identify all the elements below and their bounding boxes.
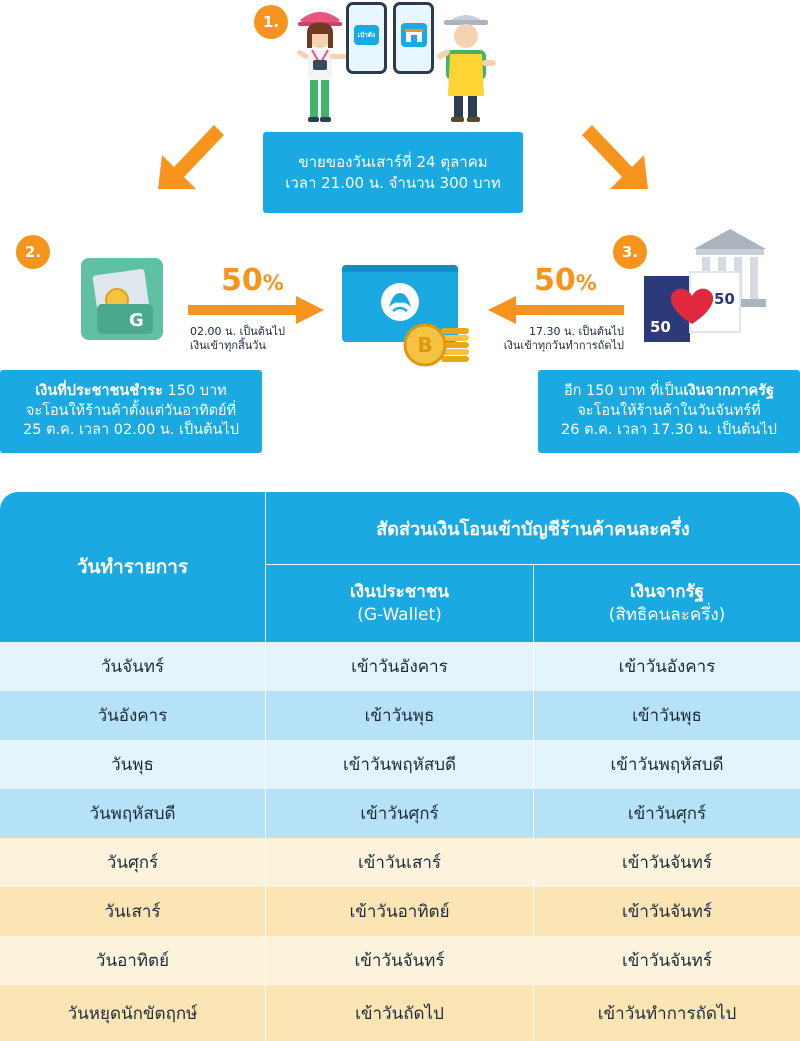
puzzle-right-value: 50 <box>714 290 735 308</box>
header-gov-title: เงินจากรัฐ <box>629 581 705 602</box>
table-row: วันจันทร์ เข้าวันอังคาร เข้าวันอังคาร <box>0 642 800 691</box>
svg-text:B: B <box>417 333 432 357</box>
table-row: วันพฤหัสบดี เข้าวันศุกร์ เข้าวันศุกร์ <box>0 789 800 838</box>
step-3-box-line2: จะโอนให้ร้านค้าในวันจันทร์ที่ <box>577 402 761 419</box>
cell-people: เข้าวันอังคาร <box>266 642 534 691</box>
step-1-line1: ขายของวันเสาร์ที่ 24 ตุลาคม <box>298 153 488 172</box>
table-header: วันทำรายการ สัดส่วนเงินโอนเข้าบัญชีร้านค… <box>0 492 800 642</box>
merchant-illustration <box>436 15 496 122</box>
arrow-down-right-icon <box>582 125 648 189</box>
puzzle-heart-icon: 50 50 <box>644 271 741 342</box>
cell-gov: เข้าวันทำการถัดไป <box>597 1003 737 1024</box>
customer-illustration <box>297 12 346 122</box>
step-2-box: เงินที่ประชาชนชำระ 150 บาท จะโอนให้ร้านค… <box>0 370 262 453</box>
header-people-sub: (G-Wallet) <box>357 604 442 625</box>
header-transaction-day: วันทำรายการ <box>0 492 266 642</box>
header-people-title: เงินประชาชน <box>349 581 450 602</box>
cell-day: วันจันทร์ <box>0 642 266 691</box>
bank-logo-icon <box>381 283 419 321</box>
cell-day: วันอาทิตย์ <box>0 936 266 985</box>
step-1-number: 1. <box>254 5 288 39</box>
cell-gov: เข้าวันพฤหัสบดี <box>610 755 724 775</box>
step-1-box: ขายของวันเสาร์ที่ 24 ตุลาคม เวลา 21.00 น… <box>263 132 523 213</box>
table-row: วันอังคาร เข้าวันพุธ เข้าวันพุธ <box>0 691 800 740</box>
cell-people: เข้าวันศุกร์ <box>266 789 534 838</box>
step-3-box: อีก 150 บาท ที่เป็นเงินจากภาครัฐ จะโอนให… <box>538 370 800 453</box>
table-row: วันเสาร์ เข้าวันอาทิตย์ เข้าวันจันทร์ <box>0 887 800 936</box>
cell-day: วันหยุดนักขัตฤกษ์ <box>0 985 266 1041</box>
header-transfer-ratio: สัดส่วนเงินโอนเข้าบัญชีร้านค้าคนละครึ่ง <box>266 492 800 565</box>
cell-people: เข้าวันจันทร์ <box>266 936 534 985</box>
cell-day: วันพุธ <box>0 740 266 789</box>
cell-people: เข้าวันเสาร์ <box>266 838 534 887</box>
step-3-note: 17.30 น. เป็นต้นไป เงินเข้าทุกวันทำการถั… <box>494 325 624 354</box>
step-2-percent: 50% <box>221 263 284 298</box>
header-gov-sub: (สิทธิคนละครึ่ง) <box>608 604 726 625</box>
cell-day: วันอังคาร <box>0 691 266 740</box>
step-2-box-line3: 25 ต.ค. เวลา 02.00 น. เป็นต้นไป <box>23 422 239 439</box>
puzzle-left-value: 50 <box>650 318 671 336</box>
step-3-box-line1: อีก 150 บาท ที่เป็นเงินจากภาครัฐ <box>563 383 775 400</box>
table-row: วันหยุดนักขัตฤกษ์ เข้าวันถัดไป เข้าวันทำ… <box>0 985 800 1041</box>
cell-day: วันเสาร์ <box>0 887 266 936</box>
cell-day: วันพฤหัสบดี <box>0 789 266 838</box>
step-2-number: 2. <box>16 235 50 269</box>
bank-card-icon <box>342 265 458 342</box>
cell-gov: เข้าวันศุกร์ <box>627 804 707 824</box>
phone-merchant <box>393 2 434 74</box>
step-2-note-line2: เงินเข้าทุกสิ้นวัน <box>190 339 266 353</box>
step-2-note: 02.00 น. เป็นต้นไป เงินเข้าทุกสิ้นวัน <box>190 325 285 354</box>
step-2-note-line1: 02.00 น. เป็นต้นไป <box>190 325 285 338</box>
step-3-number: 3. <box>613 235 647 269</box>
cell-gov: เข้าวันอังคาร <box>618 657 716 677</box>
table-row: วันพุธ เข้าวันพฤหัสบดี เข้าวันพฤหัสบดี <box>0 740 800 789</box>
cell-people: เข้าวันพฤหัสบดี <box>266 740 534 789</box>
cell-gov: เข้าวันจันทร์ <box>621 902 713 922</box>
step-1-line2: เวลา 21.00 น. จำนวน 300 บาท <box>285 173 501 192</box>
cell-gov: เข้าวันพุธ <box>632 706 702 726</box>
cell-people: เข้าวันพุธ <box>266 691 534 740</box>
header-people-money: เงินประชาชน (G-Wallet) <box>266 565 534 642</box>
step-3-box-line3: 26 ต.ค. เวลา 17.30 น. เป็นต้นไป <box>561 422 777 439</box>
step-3-percent: 50% <box>534 263 597 298</box>
header-gov-money: เงินจากรัฐ (สิทธิคนละครึ่ง) <box>534 565 800 642</box>
step-3-note-line1: 17.30 น. เป็นต้นไป <box>529 325 624 338</box>
cell-day: วันศุกร์ <box>0 838 266 887</box>
cell-gov: เข้าวันจันทร์ <box>621 951 713 971</box>
step-3-note-line2: เงินเข้าทุกวันทำการถัดไป <box>503 339 624 353</box>
table-row: วันอาทิตย์ เข้าวันจันทร์ เข้าวันจันทร์ <box>0 936 800 985</box>
arrow-left-icon <box>488 296 624 324</box>
arrow-down-left-icon <box>158 125 224 189</box>
cell-people: เข้าวันถัดไป <box>266 985 534 1041</box>
step-2-box-line1: เงินที่ประชาชนชำระ 150 บาท <box>35 383 227 400</box>
pao-tang-app-icon: เป๋าตัง <box>354 25 379 45</box>
phone-pao-tang: เป๋าตัง <box>346 2 387 74</box>
table-row: วันศุกร์ เข้าวันเสาร์ เข้าวันจันทร์ <box>0 838 800 887</box>
cell-gov: เข้าวันจันทร์ <box>621 853 713 873</box>
transfer-schedule-table: วันทำรายการ สัดส่วนเงินโอนเข้าบัญชีร้านค… <box>0 492 800 1041</box>
merchant-app-icon <box>401 23 427 47</box>
g-wallet-letter: G <box>129 310 144 331</box>
arrow-right-icon <box>188 296 324 324</box>
coins-icon: B <box>403 323 469 367</box>
step-2-box-line2: จะโอนให้ร้านค้าตั้งแต่วันอาทิตย์ที่ <box>25 402 237 419</box>
cell-people: เข้าวันอาทิตย์ <box>266 887 534 936</box>
g-wallet-icon: G <box>81 258 163 340</box>
